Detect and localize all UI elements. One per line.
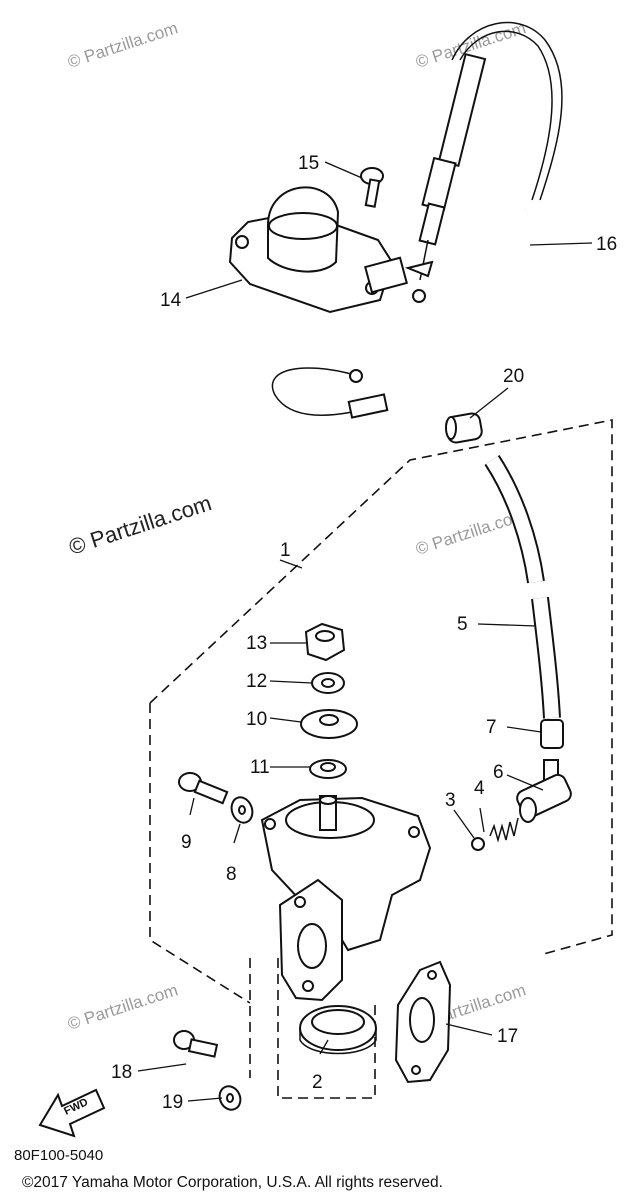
part-13-nut: [304, 622, 346, 662]
assembly-boundary-dashed: [149, 419, 613, 1004]
watermark-bottom-left: © Partzilla.com: [65, 980, 180, 1033]
callout-18: 18: [111, 1062, 132, 1083]
part-2-oil-seal: [299, 1005, 377, 1055]
callout-labels: 1 2 3 4 5 6 7 8 9 10 11 12 13 14 15 16 1…: [111, 153, 617, 1113]
part-4-spring: [489, 817, 519, 843]
copyright-notice: ©2017 Yamaha Motor Corporation, U.S.A. A…: [22, 1174, 443, 1191]
part-9-bolt: [178, 772, 229, 805]
leader-lines: [137, 161, 593, 1102]
part-17-gasket: [394, 960, 452, 1084]
callout-4: 4: [474, 778, 485, 799]
callout-13: 13: [246, 633, 267, 654]
callout-19: 19: [162, 1092, 183, 1113]
part-11-washer: [309, 759, 347, 779]
callout-20: 20: [503, 366, 524, 387]
callout-1: 1: [280, 540, 291, 561]
forward-direction-arrow: FWD: [38, 1088, 106, 1138]
callout-5: 5: [457, 614, 468, 635]
callout-17: 17: [497, 1026, 518, 1047]
watermark-top-left: © Partzilla.com: [65, 18, 180, 71]
part-15-screw: [360, 167, 384, 208]
part-10-diaphragm: [300, 709, 358, 739]
part-8-washer: [230, 796, 254, 824]
callout-7: 7: [486, 717, 497, 738]
part-6-elbow-fitting: [516, 759, 572, 823]
callout-14: 14: [160, 290, 182, 311]
part-14-cover: [228, 186, 408, 314]
fuel-pump-body: [260, 795, 432, 1002]
callout-11: 11: [250, 757, 270, 778]
callout-9: 9: [181, 832, 192, 853]
part-7-clip: [540, 719, 564, 749]
callout-3: 3: [445, 790, 456, 811]
callout-12: 12: [246, 671, 267, 692]
diagram-code: 80F100-5040: [14, 1147, 103, 1164]
seal-group-dashed: [249, 958, 376, 1099]
part-16-hose: [271, 209, 528, 419]
callout-2: 2: [312, 1072, 323, 1093]
callout-16: 16: [596, 234, 617, 255]
callout-10: 10: [246, 709, 267, 730]
callout-15: 15: [298, 153, 319, 174]
callout-6: 6: [493, 762, 504, 783]
cable-assembly: [404, 21, 563, 303]
watermark-center-left: © Partzilla.com: [66, 490, 215, 560]
part-18-bolt: [173, 1030, 219, 1058]
part-20-grommet: [445, 412, 483, 444]
part-3-ball: [471, 837, 485, 851]
callout-8: 8: [226, 864, 237, 885]
part-5-hoses: [484, 455, 561, 719]
part-12-lock-washer: [311, 672, 345, 694]
part-19-washer: [218, 1085, 242, 1111]
